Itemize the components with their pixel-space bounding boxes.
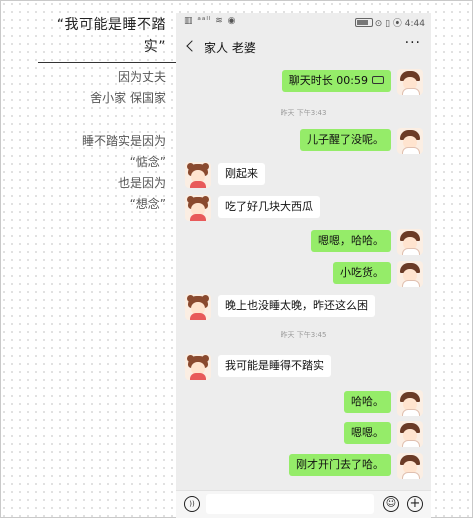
- battery-icon: [354, 18, 373, 27]
- status-icons-left: ▥ ᵃᵃˡˡ ≋ ◉: [184, 16, 237, 26]
- message-text: 嗯嗯。: [351, 426, 384, 439]
- message-row-received: 晚上也没睡太晚，昨还这么困: [176, 293, 431, 323]
- avatar-self[interactable]: [397, 128, 423, 154]
- message-bubble[interactable]: 儿子醒了没呢。: [300, 129, 391, 151]
- message-text: 晚上也没睡太晚，昨还这么困: [225, 299, 368, 312]
- message-text: 我可能是睡得不踏实: [225, 359, 324, 372]
- message-text: 吃了好几块大西瓜: [225, 200, 313, 213]
- message-bubble[interactable]: 聊天时长 00:59: [281, 70, 391, 92]
- paragraph-line: 舍小家 保国家: [90, 91, 166, 105]
- message-row-sent: 小吃货。: [176, 260, 431, 290]
- avatar-self[interactable]: [397, 229, 423, 255]
- paragraph-line: 因为丈夫: [117, 70, 166, 84]
- message-row-received: 吃了好几块大西瓜: [176, 194, 431, 224]
- article-title: “我可能是睡不踏 实”: [30, 14, 170, 58]
- message-text: 刚起来: [225, 167, 258, 180]
- message-text: 小吃货。: [340, 266, 384, 279]
- message-bubble[interactable]: 我可能是睡得不踏实: [218, 355, 331, 377]
- status-time: ⊙ ▯ ⦿ 4:44: [374, 19, 425, 29]
- avatar-self[interactable]: [397, 69, 423, 95]
- avatar-self[interactable]: [397, 421, 423, 447]
- avatar-contact[interactable]: [185, 162, 211, 188]
- article-paragraph-2: 睡不踏实是因为 “惦念” 也是因为 “想念”: [26, 131, 166, 215]
- message-text: 嗯嗯，哈哈。: [318, 234, 384, 247]
- message-input[interactable]: [206, 494, 374, 514]
- message-row-sent: 儿子醒了没呢。: [176, 127, 431, 157]
- message-row-received: 刚起来: [176, 161, 431, 191]
- voice-icon[interactable]: )): [184, 496, 200, 512]
- message-bubble[interactable]: 嗯嗯。: [344, 422, 391, 444]
- message-row-received: 我可能是睡得不踏实: [176, 353, 431, 383]
- avatar-self[interactable]: [397, 453, 423, 479]
- message-bubble[interactable]: 刚起来: [218, 163, 265, 185]
- more-icon[interactable]: ···: [404, 35, 421, 51]
- paragraph-line: 睡不踏实是因为: [81, 134, 166, 148]
- article-paragraph-1: 因为丈夫 舍小家 保国家: [26, 67, 166, 109]
- message-text: 哈哈。: [351, 395, 384, 408]
- status-icons-right: ⊙ ▯ ⦿ 4:44: [354, 16, 425, 29]
- input-bar: )) ☺ +: [176, 490, 431, 518]
- article-column: “我可能是睡不踏 实”: [30, 14, 170, 58]
- message-timestamp: 昨天 下午3:45: [280, 331, 327, 339]
- avatar-contact[interactable]: [185, 294, 211, 320]
- phone-call-icon: [372, 76, 384, 84]
- message-timestamp: 昨天 下午3:43: [280, 109, 327, 117]
- phone-screenshot: ▥ ᵃᵃˡˡ ≋ ◉ ⊙ ▯ ⦿ 4:44 家人 老婆 ··· 聊天时长 00:…: [176, 13, 431, 518]
- paragraph-line: “想念”: [129, 197, 166, 211]
- title-divider: [38, 62, 178, 63]
- avatar-contact[interactable]: [185, 354, 211, 380]
- plus-icon[interactable]: +: [407, 496, 423, 512]
- message-row-sent: 嗯嗯。: [176, 420, 431, 450]
- avatar-self[interactable]: [397, 390, 423, 416]
- message-bubble[interactable]: 刚才开门去了哈。: [289, 454, 391, 476]
- avatar-self[interactable]: [397, 261, 423, 287]
- back-icon[interactable]: [186, 40, 198, 52]
- message-row-sent: 嗯嗯，哈哈。: [176, 228, 431, 258]
- message-text: 聊天时长 00:59: [288, 74, 368, 87]
- message-bubble[interactable]: 哈哈。: [344, 391, 391, 413]
- message-bubble[interactable]: 吃了好几块大西瓜: [218, 196, 320, 218]
- article-title-line1: “我可能是睡不踏: [56, 17, 166, 33]
- message-text: 刚才开门去了哈。: [296, 458, 384, 471]
- message-bubble[interactable]: 晚上也没睡太晚，昨还这么困: [218, 295, 375, 317]
- chat-title: 家人 老婆: [204, 41, 256, 55]
- chat-header: 家人 老婆 ···: [176, 33, 431, 61]
- article-title-line2: 实”: [143, 39, 166, 55]
- emoji-icon[interactable]: ☺: [383, 496, 399, 512]
- paragraph-line: “惦念”: [129, 155, 166, 169]
- message-row-sent: 刚才开门去了哈。: [176, 452, 431, 482]
- message-row-sent: 哈哈。: [176, 389, 431, 419]
- message-bubble[interactable]: 嗯嗯，哈哈。: [311, 230, 391, 252]
- message-bubble[interactable]: 小吃货。: [333, 262, 391, 284]
- paragraph-line: 也是因为: [117, 176, 166, 190]
- avatar-contact[interactable]: [185, 195, 211, 221]
- status-bar: ▥ ᵃᵃˡˡ ≋ ◉ ⊙ ▯ ⦿ 4:44: [176, 13, 431, 31]
- message-row-sent: 聊天时长 00:59: [176, 68, 431, 98]
- message-text: 儿子醒了没呢。: [307, 133, 384, 146]
